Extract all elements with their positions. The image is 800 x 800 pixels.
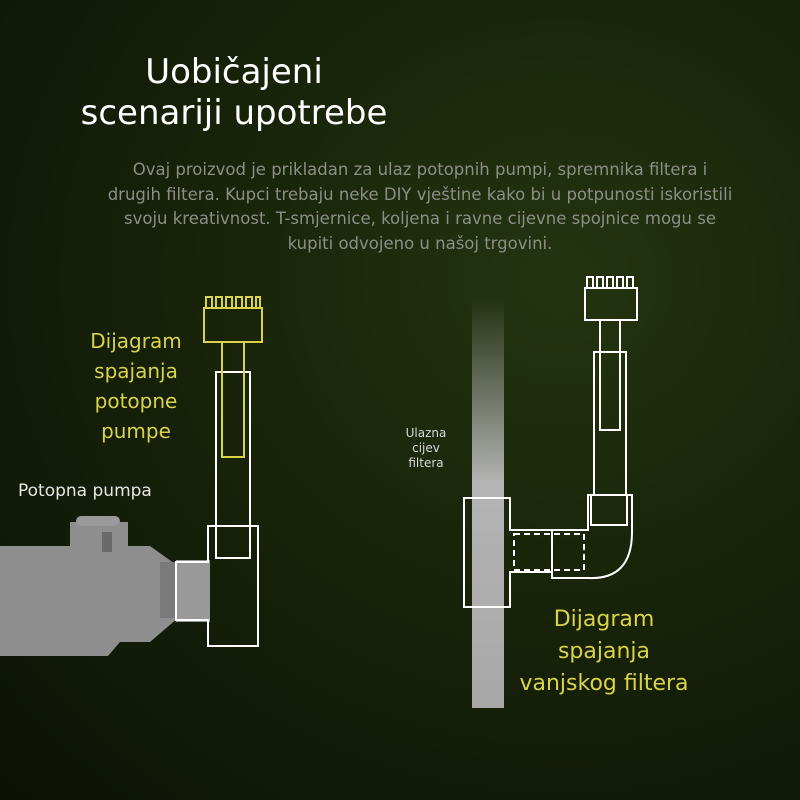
description-line-2: drugih filtera. Kupci trebaju neke DIY v… bbox=[107, 184, 733, 204]
pump-diagram-label: Dijagram spajanja potopne pumpe bbox=[66, 326, 206, 446]
pump-label: Potopna pumpa bbox=[18, 481, 152, 501]
pump-diagram bbox=[0, 296, 263, 656]
filter-diagram-label-line: Dijagram bbox=[553, 607, 655, 632]
description-line-4: kupiti odvojeno u našoj trgovini. bbox=[287, 233, 553, 253]
pump-diagram-label-line: potopne bbox=[94, 389, 178, 413]
inlet-pipe-label: Ulazna cijev filtera bbox=[392, 426, 460, 471]
filter-vertical-tube bbox=[593, 351, 627, 496]
pump-diagram-label-line: spajanja bbox=[94, 359, 178, 383]
straight-coupler-dashed bbox=[513, 533, 585, 571]
pump-strainer bbox=[203, 296, 263, 458]
pump-diagram-label-line: Dijagram bbox=[90, 329, 182, 353]
pump-t-connector bbox=[175, 371, 259, 647]
pump-diagram-label-line: pumpe bbox=[101, 419, 171, 443]
filter-elbow-socket bbox=[590, 494, 628, 526]
filter-diagram bbox=[463, 276, 638, 708]
title-line-1: Uobičajeni bbox=[145, 52, 323, 92]
page-title: Uobičajeni scenariji upotrebe bbox=[40, 52, 428, 134]
inlet-pipe-label-line: Ulazna bbox=[405, 426, 447, 440]
inlet-pipe-label-line: cijev bbox=[412, 441, 440, 455]
title-line-2: scenariji upotrebe bbox=[80, 93, 388, 133]
filter-diagram-label: Dijagram spajanja vanjskog filtera bbox=[492, 604, 716, 700]
filter-diagram-label-line: vanjskog filtera bbox=[519, 671, 689, 696]
inlet-pipe-label-line: filtera bbox=[408, 456, 444, 470]
description-line-3: svoju kreativnost. T-smjernice, koljena … bbox=[124, 209, 716, 228]
filter-inlet-pipe bbox=[472, 298, 504, 708]
filter-elbow bbox=[551, 494, 633, 580]
description-line-1: Ovaj proizvod je prikladan za ulaz potop… bbox=[132, 160, 708, 179]
description: Ovaj proizvod je prikladan za ulaz potop… bbox=[70, 158, 770, 256]
filter-diagram-label-line: spajanja bbox=[557, 639, 651, 664]
submersible-pump-shape bbox=[0, 516, 210, 656]
filter-strainer bbox=[584, 276, 638, 431]
